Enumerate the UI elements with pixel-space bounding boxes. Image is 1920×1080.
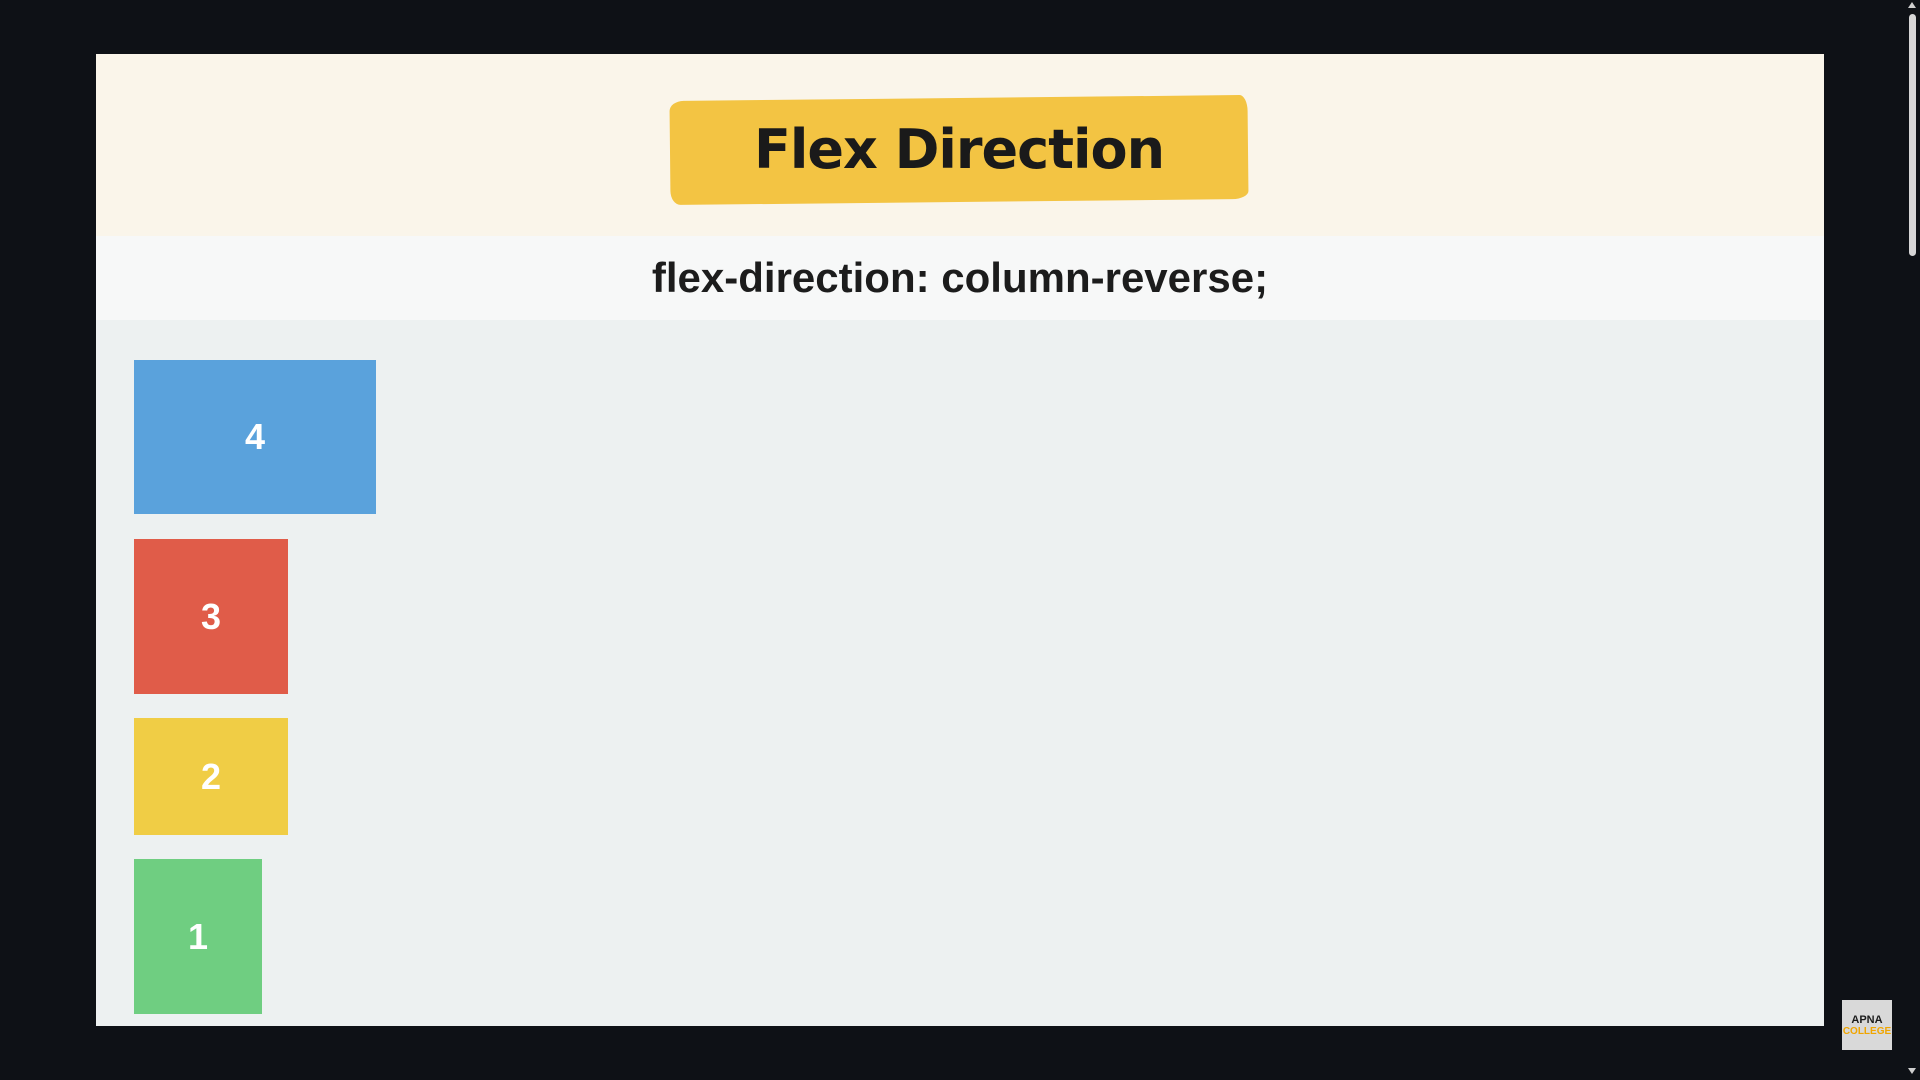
flex-item-label: 1: [187, 915, 209, 957]
scrollbar-thumb[interactable]: [1909, 14, 1916, 256]
flex-item-1: 1: [134, 859, 262, 1014]
scroll-down-arrow-icon[interactable]: [1908, 1068, 1916, 1074]
logo-text-college: COLLEGE: [1842, 1025, 1892, 1037]
header-band: Flex Direction: [96, 54, 1824, 236]
flex-item-label: 2: [200, 755, 222, 797]
apna-college-logo: APNA COLLEGE: [1842, 1000, 1892, 1050]
flex-item-2: 2: [134, 718, 288, 835]
page-title: Flex Direction: [753, 118, 1165, 181]
flex-item-label: 3: [200, 595, 222, 637]
flex-item-4: 4: [134, 360, 376, 514]
css-code-line: flex-direction: column-reverse;: [651, 254, 1269, 301]
vertical-scrollbar[interactable]: [1904, 0, 1920, 1080]
code-band: flex-direction: column-reverse;: [96, 236, 1824, 320]
logo-text-apna: APNA: [1851, 1013, 1883, 1026]
flex-item-label: 4: [244, 416, 266, 457]
scroll-up-arrow-icon[interactable]: [1908, 2, 1916, 8]
video-frame: Flex Direction flex-direction: column-re…: [96, 54, 1824, 1026]
flex-item-3: 3: [134, 539, 288, 694]
